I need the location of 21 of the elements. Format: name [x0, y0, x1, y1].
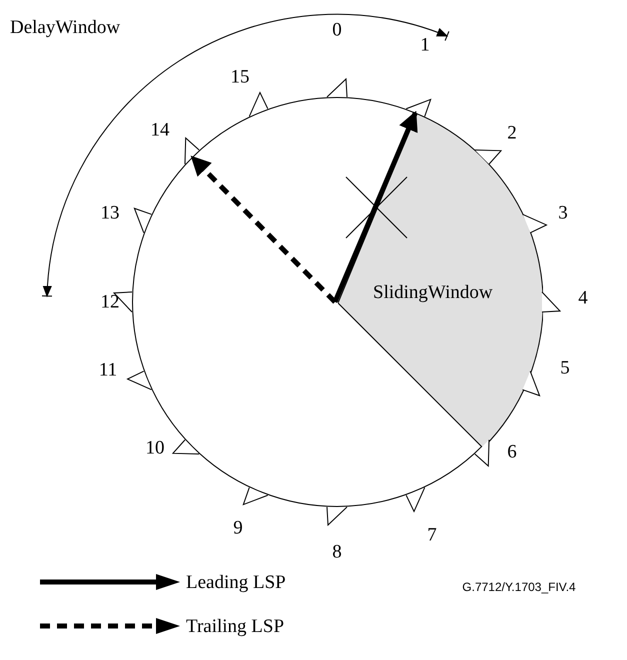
position-number: 7: [427, 526, 437, 544]
position-number: 5: [560, 358, 570, 378]
position-number: 14: [150, 120, 170, 140]
sector-label: SlidingWindow: [373, 283, 493, 302]
position-number: 0: [332, 20, 342, 40]
position-number: 10: [146, 438, 164, 458]
position-number: 8: [332, 542, 342, 562]
position-number: 11: [98, 360, 118, 380]
figure-id: G.7712/Y.1703_FIV.4: [462, 581, 576, 593]
position-number: 6: [507, 442, 517, 462]
position-number: 4: [578, 288, 588, 308]
position-number: 15: [230, 68, 250, 86]
position-number: 12: [100, 292, 120, 312]
legend-label: Leading LSP: [186, 572, 286, 592]
position-number: 13: [100, 204, 120, 222]
position-number: 2: [507, 124, 517, 142]
position-number: 9: [233, 518, 243, 538]
legend-label: Trailing LSP: [186, 616, 284, 636]
position-number: 1: [420, 36, 430, 54]
position-number: 3: [558, 204, 568, 222]
window-label: DelayWindow: [10, 18, 120, 37]
